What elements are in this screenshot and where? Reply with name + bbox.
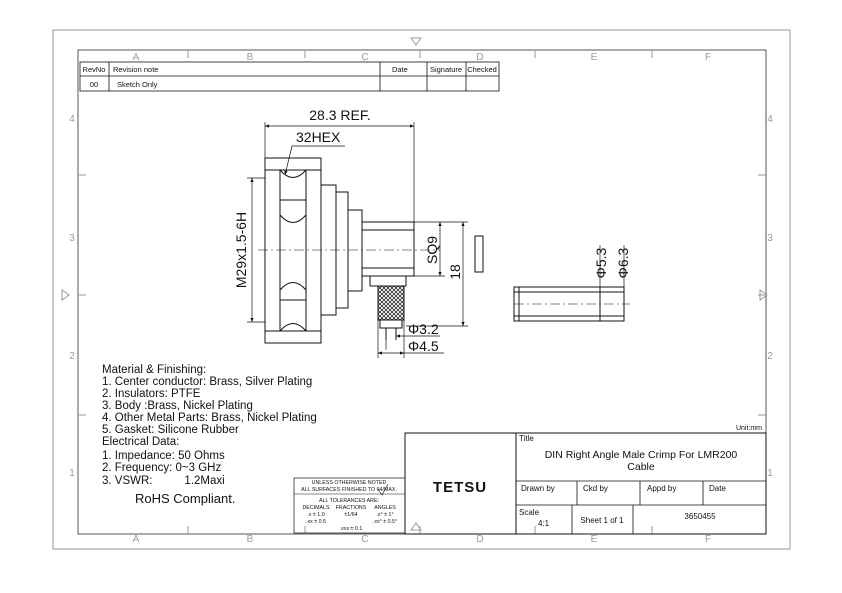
note-line: Material & Finishing:	[102, 364, 206, 376]
row-label-1-right: 1	[767, 468, 773, 479]
col-label-f-bottom: F	[705, 534, 711, 545]
row-label-3: 3	[69, 233, 75, 244]
note-line: 1. Impedance: 50 Ohms	[102, 450, 225, 462]
note-line: 3. VSWR: 1.2Maxi	[102, 475, 225, 487]
dim-sleeve-inner: Φ5.3	[593, 247, 609, 278]
tolerance-r1-angles: .x° ± 1°	[376, 512, 393, 518]
title-block: Unit:mm Title DIN Right Angle Male Crimp…	[404, 425, 767, 535]
tolerance-r3: .xxx ± 0.1	[340, 526, 363, 532]
col-label-c: C	[361, 52, 368, 63]
crimp-sleeve	[513, 286, 630, 322]
tolerance-r2-decimals: .xx ± 0.5	[306, 519, 326, 525]
col-label-a: A	[133, 52, 140, 63]
tolerance-line1: UNLESS OTHERWISE NOTED	[312, 480, 387, 486]
rev-value: 00	[90, 80, 98, 89]
dim-hex: 32HEX	[296, 129, 341, 145]
col-label-b: B	[247, 52, 254, 63]
note-line: 2. Frequency: 0~3 GHz	[102, 462, 221, 474]
tolerance-r1-fractions: ±1/64	[344, 512, 357, 518]
revision-note-value: Sketch Only	[117, 80, 158, 89]
scale-label: Scale	[519, 508, 540, 517]
date-header: Date	[392, 65, 408, 74]
signature-header: Signature	[430, 65, 462, 74]
connector-drawing	[258, 157, 484, 344]
revision-note-header: Revision note	[113, 65, 158, 74]
title-label: Title	[519, 434, 534, 443]
company-logo: TETSU	[433, 479, 487, 496]
row-label-4-right: 4	[767, 114, 773, 125]
finish-check-icon	[377, 483, 389, 496]
drawn-by-label: Drawn by	[521, 484, 555, 493]
tolerance-r2-angles: .xx° ± 0.5°	[373, 519, 397, 525]
dim-thread: M29x1.5-6H	[233, 212, 249, 288]
revision-table: RevNo Revision note Date Signature Check…	[79, 61, 500, 92]
tolerance-line3: ALL TOLERANCES ARE:	[319, 498, 379, 504]
col-label-e: E	[591, 52, 598, 63]
drawing-title-line2: Cable	[627, 461, 655, 473]
dim-diameter-inner: Φ3.2	[408, 321, 439, 337]
dim-overall-length: 28.3 REF.	[309, 107, 370, 123]
tolerance-block: UNLESS OTHERWISE NOTED ALL SURFACES FINI…	[293, 477, 406, 534]
col-label-f: F	[705, 52, 711, 63]
col-label-d-bottom: D	[476, 534, 483, 545]
tolerance-col-fractions: FRACTIONS	[336, 505, 367, 511]
part-number: 3650455	[684, 512, 716, 521]
unit-label: Unit:mm	[736, 425, 762, 432]
dimension-lines	[247, 122, 625, 358]
material-notes: Material & Finishing: 1. Center conducto…	[102, 364, 317, 506]
grid-labels: A B C D E F A B C D E F 4 3 2 1 4 3 2 1	[69, 52, 773, 545]
row-label-4: 4	[69, 114, 75, 125]
note-line: Electrical Data:	[102, 436, 179, 448]
scale-value: 4:1	[538, 519, 550, 528]
note-line: 3. Body :Brass, Nickel Plating	[102, 400, 253, 412]
date-label: Date	[709, 484, 726, 493]
dim-diameter-outer: Φ4.5	[408, 338, 439, 354]
col-label-e-bottom: E	[591, 534, 598, 545]
rohs-note: RoHS Compliant.	[135, 491, 235, 506]
dim-sleeve-outer: Φ6.3	[615, 247, 631, 278]
row-label-2-right: 2	[767, 351, 773, 362]
dimension-labels: 28.3 REF. 32HEX M29x1.5-6H SQ9 18 Φ3.2 Φ…	[233, 107, 631, 354]
row-label-3-right: 3	[767, 233, 773, 244]
note-line: 1. Center conductor: Brass, Silver Plati…	[102, 376, 312, 388]
note-line: 4. Other Metal Parts: Brass, Nickel Plat…	[102, 412, 317, 424]
col-label-b-bottom: B	[247, 534, 254, 545]
note-line: 5. Gasket: Silicone Rubber	[102, 424, 239, 436]
checked-by-label: Ckd by	[583, 484, 608, 493]
dim-height: 18	[447, 264, 463, 280]
rev-header: RevNo	[83, 65, 106, 74]
col-label-c-bottom: C	[361, 534, 368, 545]
drawing-title-line1: DIN Right Angle Male Crimp For LMR200	[545, 449, 738, 461]
note-line: 2. Insulators: PTFE	[102, 388, 201, 400]
col-label-a-bottom: A	[133, 534, 140, 545]
tolerance-r1-decimals: .x ± 1.0	[307, 512, 324, 518]
tolerance-col-decimals: DECIMALS	[302, 505, 330, 511]
tolerance-line2: ALL SURFACES FINISHED TO 64/MAX.	[301, 487, 397, 493]
checked-header: Checked	[467, 65, 497, 74]
row-label-1: 1	[69, 468, 75, 479]
row-label-2: 2	[69, 351, 75, 362]
approved-by-label: Appd by	[647, 484, 676, 493]
dim-square: SQ9	[424, 236, 440, 264]
sheet-number: Sheet 1 of 1	[580, 516, 624, 525]
col-label-d: D	[476, 52, 483, 63]
tolerance-col-angles: ANGLES	[374, 505, 396, 511]
